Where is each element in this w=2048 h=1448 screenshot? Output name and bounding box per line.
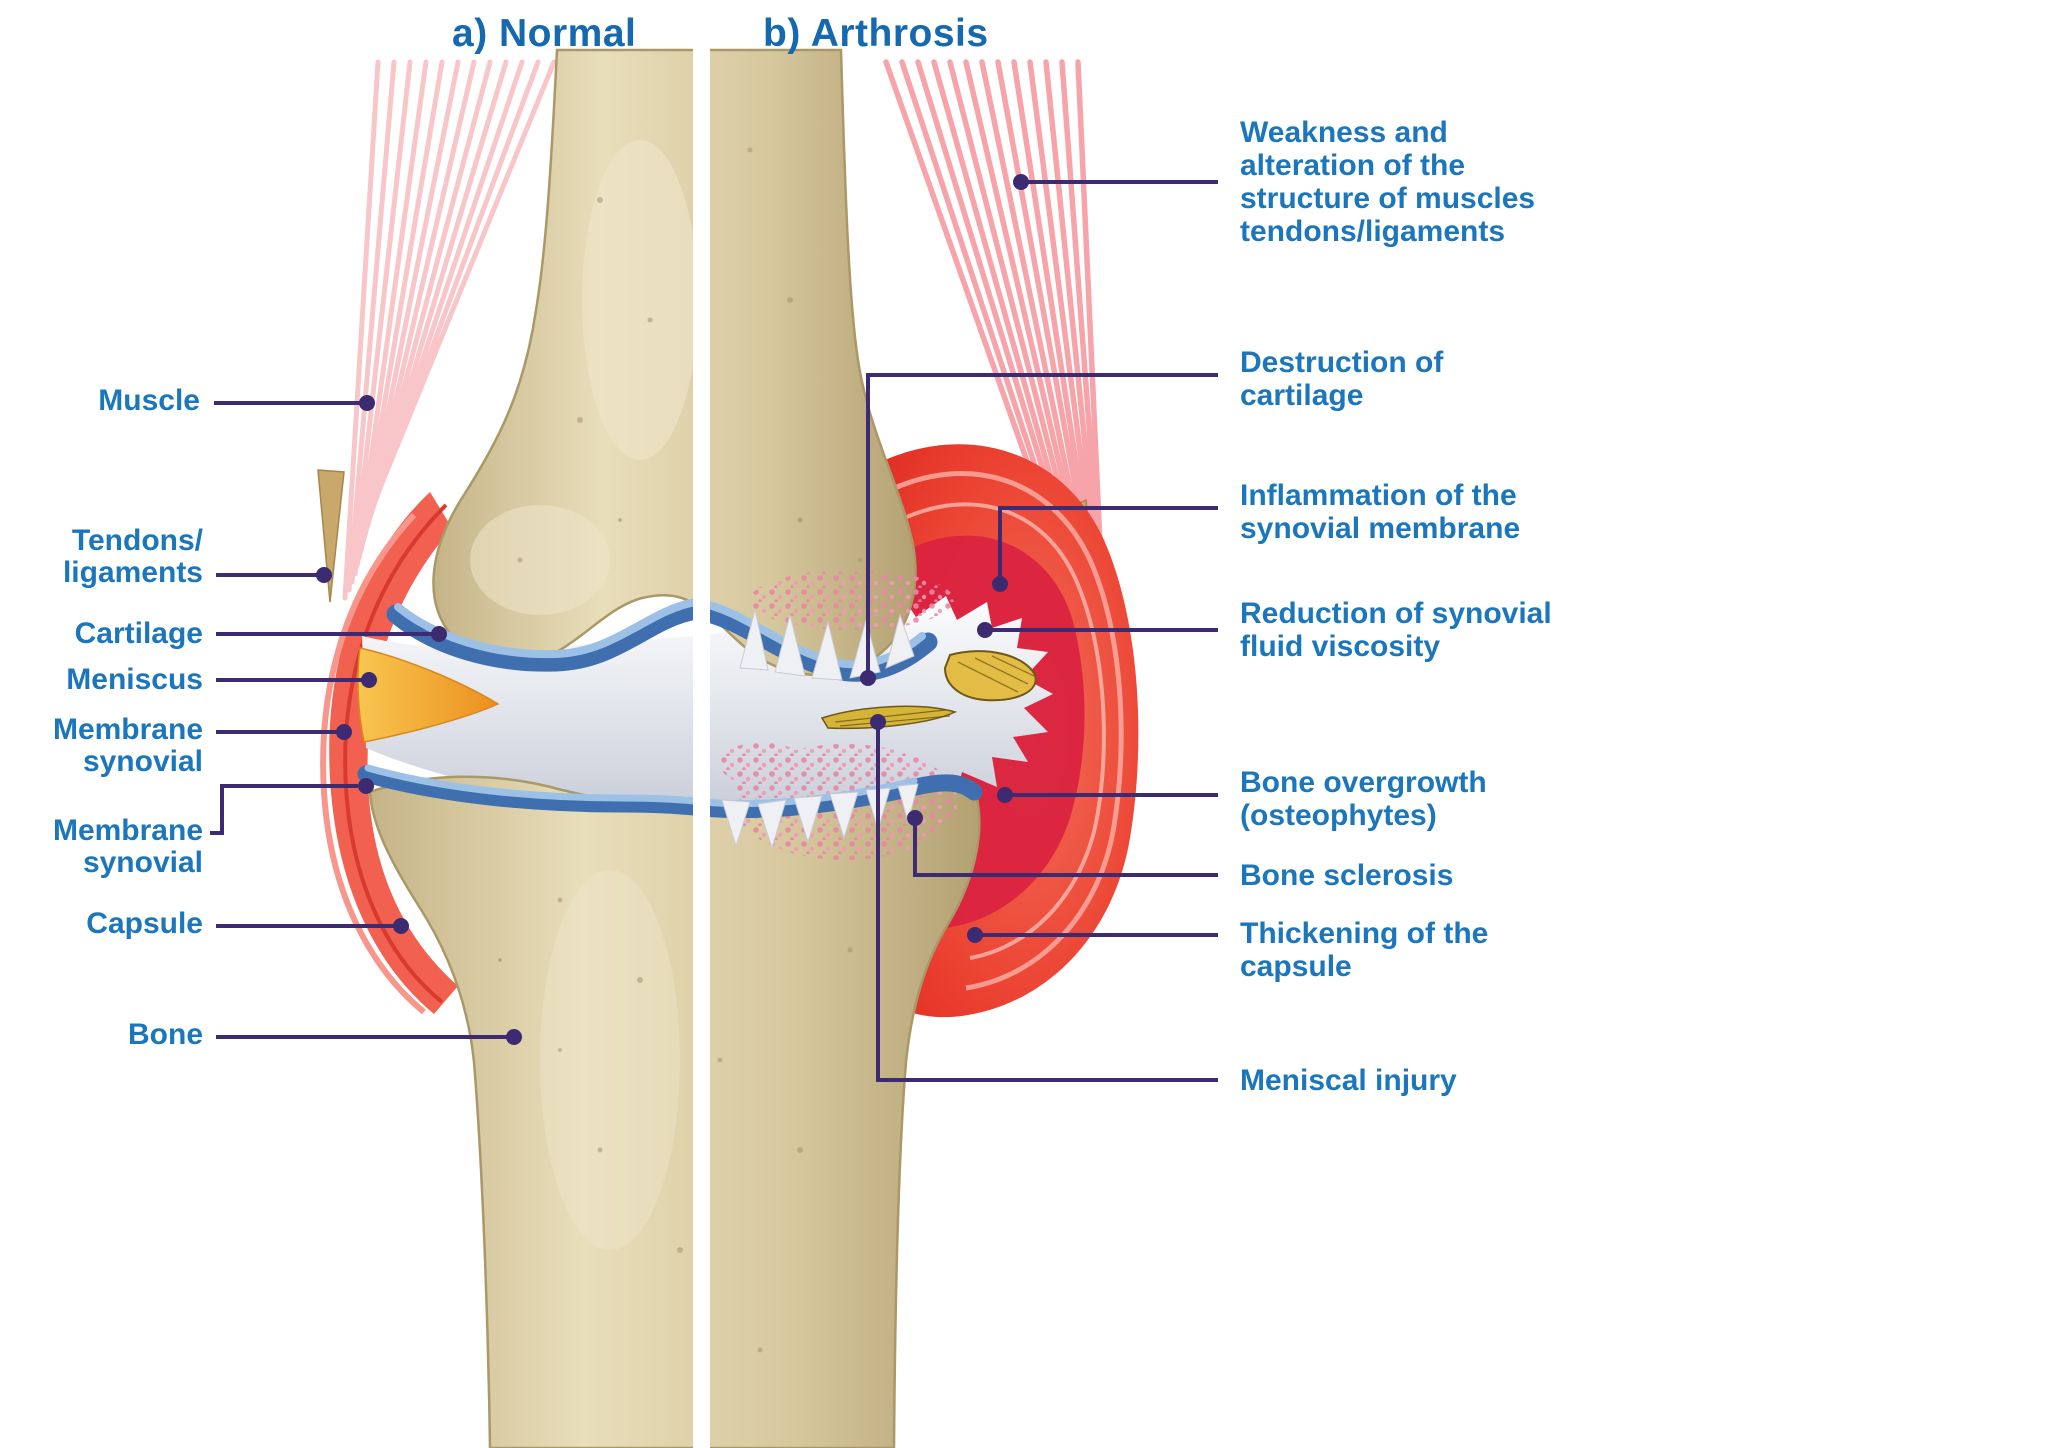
connector-meniscal bbox=[870, 714, 1218, 1082]
label-meniscal: Meniscal injury bbox=[1240, 1064, 1457, 1097]
connector-muscle bbox=[214, 395, 375, 411]
connector-cartilage bbox=[216, 626, 447, 642]
label-membrane-synovial-2: Membrane synovial bbox=[52, 814, 203, 879]
tibia-bone bbox=[368, 775, 981, 1448]
title-arthrosis: b) Arthrosis bbox=[763, 12, 989, 55]
label-thickening: Thickening of the capsule bbox=[1240, 917, 1489, 983]
meniscal-fragment bbox=[820, 705, 958, 730]
muscle-fan-left bbox=[342, 59, 557, 601]
label-destruction: Destruction of cartilage bbox=[1240, 346, 1444, 412]
connector-reduction bbox=[977, 622, 1218, 638]
osteophyte-shape bbox=[943, 650, 1037, 702]
connector-weakness bbox=[1013, 174, 1218, 190]
title-normal: a) Normal bbox=[452, 12, 637, 55]
label-bone: Bone bbox=[128, 1018, 203, 1051]
label-capsule: Capsule bbox=[86, 907, 203, 940]
label-membrane-synovial-1: Membrane synovial bbox=[52, 713, 203, 778]
meniscus-shape bbox=[357, 647, 500, 743]
connector-tendons-ligaments bbox=[216, 567, 332, 583]
label-tendons-ligaments: Tendons/ ligaments bbox=[62, 524, 203, 589]
label-sclerosis: Bone sclerosis bbox=[1240, 859, 1454, 892]
label-overgrowth: Bone overgrowth (osteophytes) bbox=[1240, 766, 1487, 832]
connector-overgrowth bbox=[997, 787, 1218, 803]
connector-capsule bbox=[216, 918, 409, 934]
muscle-fan-right bbox=[883, 59, 1104, 665]
femur-bone bbox=[432, 48, 917, 677]
connector-membrane-synovial-2 bbox=[210, 778, 374, 835]
label-muscle: Muscle bbox=[98, 384, 200, 417]
label-reduction: Reduction of synovial fluid viscosity bbox=[1240, 597, 1552, 663]
label-weakness: Weakness and alteration of the structure… bbox=[1240, 116, 1536, 248]
connector-destruction bbox=[860, 373, 1218, 686]
connector-sclerosis bbox=[907, 810, 1218, 877]
label-inflammation: Inflammation of the synovial membrane bbox=[1240, 479, 1521, 545]
cartilage-destruction-spikes bbox=[721, 609, 919, 850]
connector-meniscus bbox=[216, 672, 377, 688]
label-cartilage: Cartilage bbox=[74, 617, 203, 650]
label-meniscus: Meniscus bbox=[66, 663, 203, 696]
halves-divider bbox=[693, 46, 710, 1448]
tendon-left-shape bbox=[317, 469, 345, 603]
connector-membrane-synovial-1 bbox=[216, 724, 352, 740]
connector-bone bbox=[216, 1029, 522, 1045]
connector-thickening bbox=[967, 927, 1218, 943]
connector-inflammation bbox=[992, 506, 1218, 592]
